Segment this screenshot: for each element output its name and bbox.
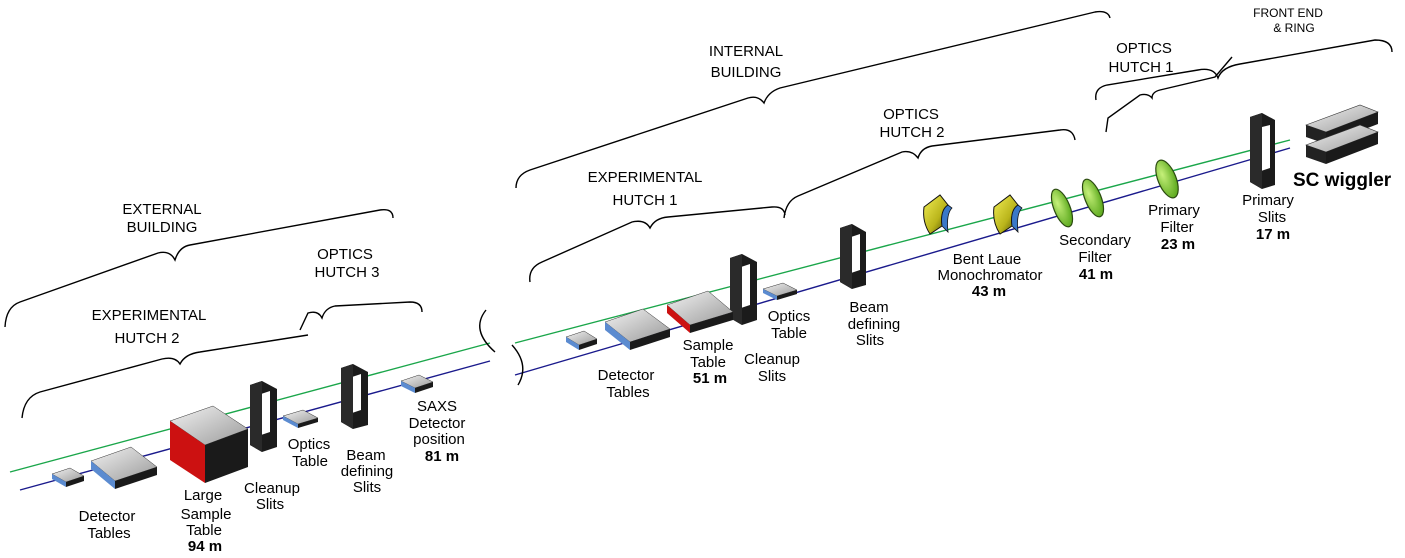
sample-table-icon [666, 290, 734, 333]
brace-optics-hutch-3 [299, 301, 423, 331]
optics-table-icon-2 [282, 409, 319, 428]
primary-slits-icon [1250, 113, 1275, 189]
cleanup-slits-icon [730, 254, 757, 325]
brace-experimental-hutch-2 [21, 334, 309, 419]
brace-experimental-hutch-1 [529, 206, 786, 283]
label-front-end: FRONT END& RING [1253, 6, 1323, 35]
brace-internal-building [515, 10, 1111, 189]
secondary-filter-icon-2 [1081, 178, 1105, 218]
detector-table-icon-2 [90, 446, 158, 489]
large-sample-table-icon [169, 405, 249, 483]
brace-optics-hutch-1 [1105, 56, 1233, 133]
detector-table-icon [604, 308, 671, 350]
brace-external-building [4, 208, 394, 328]
optics-table-icon [762, 282, 798, 300]
primary-filter-icon [1155, 159, 1179, 199]
saxs-detector-icon [400, 374, 434, 393]
beam-defining-slits-icon [840, 224, 866, 289]
bent-laue-crystal-icon [923, 194, 953, 235]
beam-defining-slits-icon-2 [341, 364, 368, 429]
secondary-filter-icon [1050, 188, 1074, 228]
label-sc-wiggler: SC wiggler [1293, 170, 1392, 191]
brace-optics-hutch-2 [783, 129, 1076, 219]
break-mark-right [511, 344, 524, 386]
sc-wiggler-icon [1305, 104, 1379, 164]
detector-table-small-icon [565, 330, 598, 350]
brace-front-end [1095, 39, 1393, 101]
bent-laue-crystal-icon-2 [993, 194, 1023, 235]
detector-table-small-icon-2 [51, 467, 85, 487]
break-mark-left [479, 309, 496, 353]
cleanup-slits-icon-2 [250, 381, 277, 452]
